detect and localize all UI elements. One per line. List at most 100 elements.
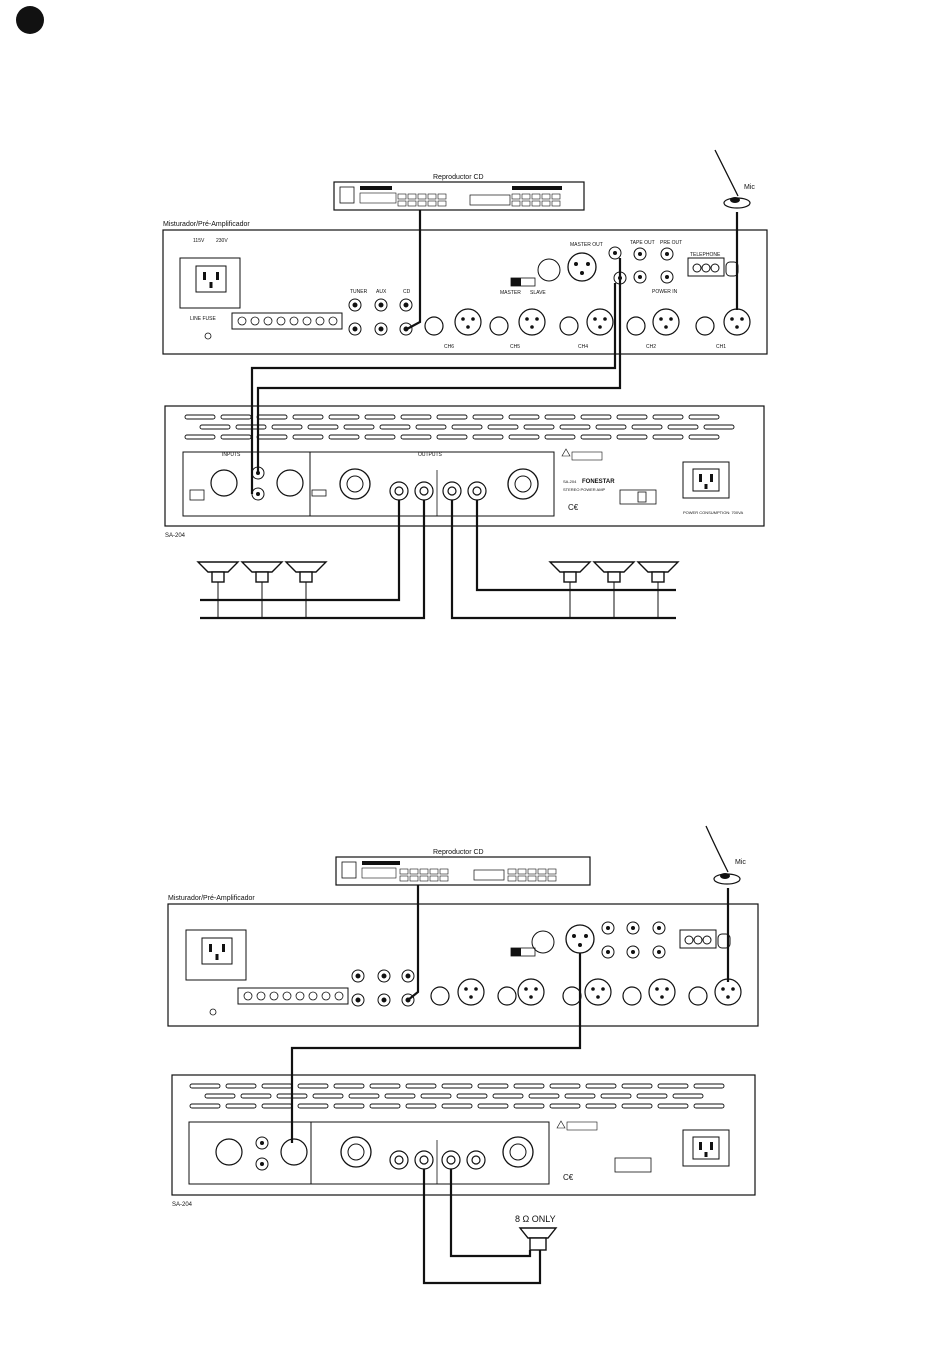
vent-slot bbox=[580, 414, 612, 420]
vent-slot bbox=[549, 1103, 581, 1109]
vent-slot bbox=[580, 434, 612, 440]
vent-slot bbox=[472, 434, 504, 440]
vent-slot bbox=[328, 434, 360, 440]
speaker-8ohm: 8 Ω ONLY bbox=[515, 1214, 558, 1251]
speaker-array-1 bbox=[196, 561, 680, 618]
amplifier-1: INPUTS OUTPUTS FONESTAR SA- bbox=[164, 405, 765, 527]
vent-slot bbox=[199, 424, 231, 430]
vent-slot bbox=[312, 1093, 344, 1099]
svg-text:C€: C€ bbox=[563, 1173, 574, 1182]
svg-text:C€: C€ bbox=[568, 503, 579, 512]
vent-slot bbox=[369, 1103, 401, 1109]
vent-slot bbox=[405, 1103, 437, 1109]
svg-text:MASTER OUT: MASTER OUT bbox=[570, 242, 603, 248]
speaker-horn-icon bbox=[196, 561, 240, 573]
vent-slot bbox=[436, 434, 468, 440]
mixer-2-label: Misturador/Pré-Amplificador bbox=[168, 895, 255, 902]
cd-player-2: Reproductor CD bbox=[335, 849, 591, 886]
svg-text:CH4: CH4 bbox=[578, 344, 588, 350]
vent-slot bbox=[225, 1103, 257, 1109]
svg-text:STEREO POWER AMP: STEREO POWER AMP bbox=[563, 487, 606, 492]
svg-text:POWER IN: POWER IN bbox=[652, 289, 678, 295]
vent-slot bbox=[513, 1083, 545, 1089]
amp-2-label: SA-204 bbox=[172, 1202, 193, 1208]
svg-text:SLAVE: SLAVE bbox=[530, 290, 546, 296]
vent-slot bbox=[333, 1083, 365, 1089]
svg-text:CH6: CH6 bbox=[444, 344, 454, 350]
svg-text:MASTER: MASTER bbox=[500, 290, 521, 296]
vent-slot bbox=[636, 1093, 668, 1099]
svg-text:OUTPUTS: OUTPUTS bbox=[418, 452, 443, 458]
speaker-driver bbox=[299, 571, 313, 583]
svg-text:FONESTAR: FONESTAR bbox=[582, 479, 615, 485]
mixer-1-label: Misturador/Pré-Amplificador bbox=[163, 221, 250, 228]
vent-slot bbox=[559, 424, 591, 430]
amp-1-label: SA-204 bbox=[165, 533, 186, 539]
vent-slot bbox=[616, 434, 648, 440]
svg-text:CH2: CH2 bbox=[646, 344, 656, 350]
vent-slot bbox=[513, 1103, 545, 1109]
vent-slot bbox=[477, 1103, 509, 1109]
mic-2-label: Mic bbox=[735, 859, 746, 866]
vent-slot bbox=[451, 424, 483, 430]
vent-slot bbox=[441, 1103, 473, 1109]
svg-text:CH1: CH1 bbox=[716, 344, 726, 350]
vent-slot bbox=[621, 1103, 653, 1109]
vent-slot bbox=[379, 424, 411, 430]
vent-slot bbox=[400, 434, 432, 440]
svg-text:SA-204: SA-204 bbox=[563, 479, 577, 484]
vent-slot bbox=[600, 1093, 632, 1099]
vent-slot bbox=[672, 1093, 704, 1099]
vent-slot bbox=[328, 414, 360, 420]
vent-slot bbox=[436, 414, 468, 420]
vent-slot bbox=[693, 1103, 725, 1109]
vent-slot bbox=[292, 434, 324, 440]
cd-player-2-label: Reproductor CD bbox=[433, 849, 484, 856]
diagram-2: Reproductor CD Mic Misturador/Pré-Amplif… bbox=[167, 825, 759, 1285]
speaker-horn-icon bbox=[592, 561, 636, 573]
vent-slot bbox=[621, 1083, 653, 1089]
vent-slot bbox=[204, 1093, 236, 1099]
cables-1 bbox=[200, 210, 739, 620]
svg-text:TELEPHONE: TELEPHONE bbox=[690, 252, 721, 258]
mic-1-label: Mic bbox=[744, 184, 755, 191]
vent-slot bbox=[271, 424, 303, 430]
cd-player-1: Reproductor CD bbox=[333, 174, 585, 211]
vent-slot bbox=[688, 434, 720, 440]
mixer-1: Misturador/Pré-Amplificador 115V 230V LI… bbox=[162, 221, 768, 355]
speaker-horn-icon bbox=[284, 561, 328, 573]
cables-2 bbox=[290, 885, 730, 1285]
vent-slot bbox=[184, 414, 216, 420]
vent-slot bbox=[369, 1083, 401, 1089]
vent-slot bbox=[652, 414, 684, 420]
vent-slot bbox=[487, 424, 519, 430]
svg-text:115V: 115V bbox=[193, 238, 205, 244]
vent-slot bbox=[400, 414, 432, 420]
vent-slot bbox=[585, 1103, 617, 1109]
vent-slot bbox=[420, 1093, 452, 1099]
vent-slot bbox=[364, 434, 396, 440]
svg-text:TUNER: TUNER bbox=[350, 289, 368, 295]
vent-slot bbox=[492, 1093, 524, 1099]
speaker-horn-icon bbox=[636, 561, 680, 573]
vent-slot bbox=[631, 424, 663, 430]
svg-text:230V: 230V bbox=[216, 238, 228, 244]
vent-slot bbox=[652, 434, 684, 440]
svg-text:POWER CONSUMPTION: 700VA: POWER CONSUMPTION: 700VA bbox=[683, 510, 743, 515]
vent-slot bbox=[585, 1083, 617, 1089]
cd-player-1-label: Reproductor CD bbox=[433, 174, 484, 181]
vent-slot bbox=[384, 1093, 416, 1099]
vent-slot bbox=[292, 414, 324, 420]
svg-text:AUX: AUX bbox=[376, 289, 387, 295]
speaker-driver bbox=[651, 571, 665, 583]
vent-slot bbox=[297, 1103, 329, 1109]
vent-slot bbox=[688, 414, 720, 420]
page-marker-dot bbox=[16, 6, 44, 34]
vent-slot bbox=[343, 424, 375, 430]
svg-text:PRE OUT: PRE OUT bbox=[660, 240, 682, 246]
svg-text:LINE FUSE: LINE FUSE bbox=[190, 316, 217, 322]
vent-slot bbox=[508, 414, 540, 420]
vent-slot bbox=[693, 1083, 725, 1089]
vent-slot bbox=[616, 414, 648, 420]
svg-text:CD: CD bbox=[403, 289, 411, 295]
